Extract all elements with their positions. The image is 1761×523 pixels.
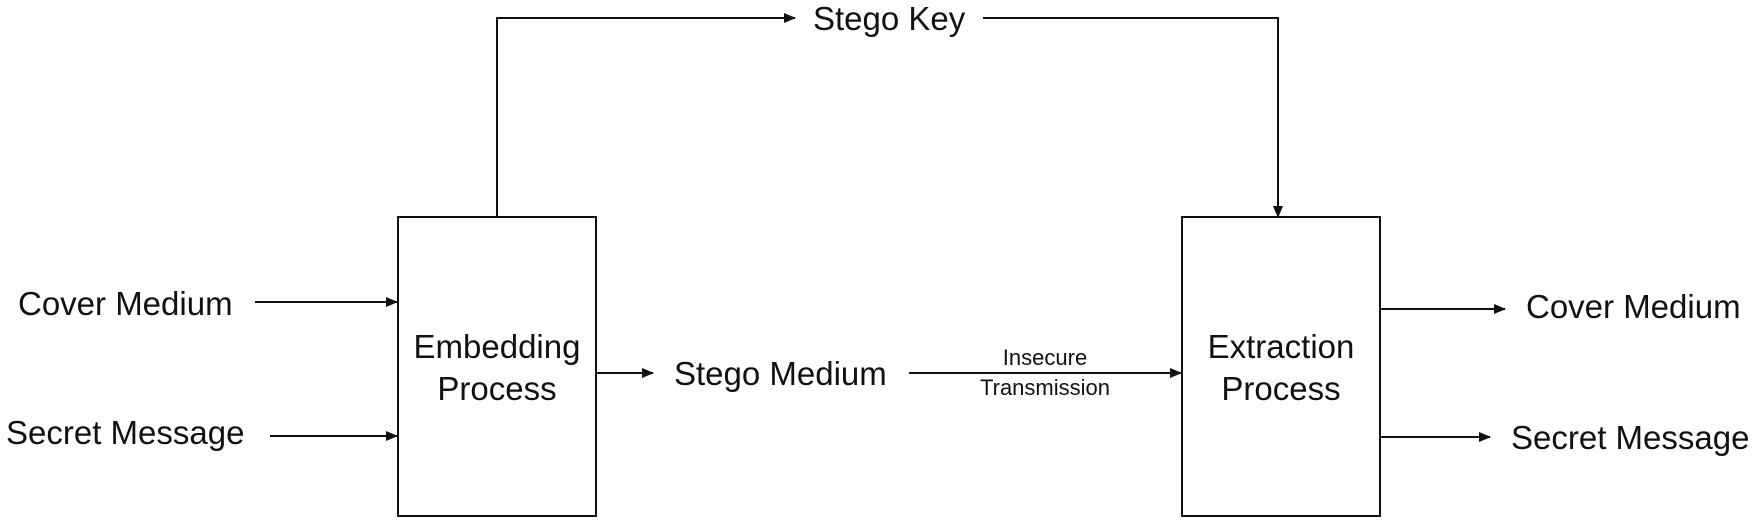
- extraction-process-label: Extraction Process: [1183, 326, 1379, 410]
- key-path-extraction-arrow: [983, 17, 1283, 218]
- transmission-line2: Transmission: [980, 375, 1110, 400]
- insecure-transmission-label: Insecure Transmission: [955, 343, 1135, 403]
- cover-medium-input-label: Cover Medium: [18, 285, 233, 322]
- embedding-process-label: Embedding Process: [399, 326, 595, 410]
- extraction-line1: Extraction: [1207, 328, 1355, 365]
- extraction-line2: Process: [1221, 370, 1341, 407]
- transmission-line1: Insecure: [1002, 345, 1088, 370]
- stego-medium-label: Stego Medium: [674, 355, 887, 392]
- embedding-line2: Process: [437, 370, 557, 407]
- key-path-embedding-arrow: [496, 13, 796, 216]
- embedding-process-box: Embedding Process: [397, 216, 597, 517]
- secret-message-output-label: Secret Message: [1511, 419, 1750, 456]
- cover-medium-output-label: Cover Medium: [1526, 288, 1741, 325]
- extraction-process-box: Extraction Process: [1181, 216, 1381, 517]
- stego-key-label: Stego Key: [813, 0, 966, 37]
- secret-message-input-label: Secret Message: [6, 414, 245, 451]
- embedding-line1: Embedding: [413, 328, 581, 365]
